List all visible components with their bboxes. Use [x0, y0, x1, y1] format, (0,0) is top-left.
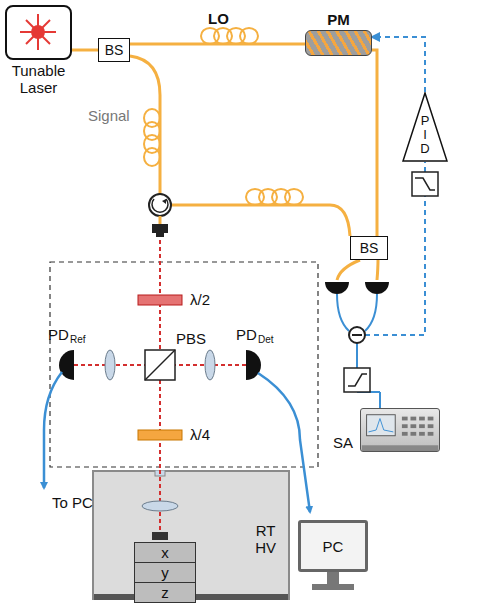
detector-label: PD: [236, 326, 257, 343]
vacuum-chamber: RT HV xyz: [92, 470, 290, 600]
node-label: P I D: [420, 114, 429, 156]
feedback-line: [424, 162, 426, 172]
analyzer-trace: [369, 419, 394, 432]
pbs-cube: [145, 350, 175, 380]
coil-loop: [144, 148, 160, 166]
sample: [152, 532, 168, 540]
detector-label: PD: [48, 326, 69, 343]
analyzer-button: [411, 417, 417, 421]
component-label: λ/2: [190, 291, 210, 308]
analyzer-base: [362, 445, 438, 451]
analyzer-button: [428, 432, 434, 436]
component-label: λ/4: [190, 426, 210, 443]
fiber: [377, 260, 378, 280]
fiber: [171, 205, 350, 236]
fiber-coils: [144, 28, 303, 205]
balanced-detector: [325, 282, 349, 294]
pid-controller: P I D: [402, 92, 448, 162]
low-pass-filter: [412, 172, 438, 196]
triangle-shape: [403, 93, 447, 161]
coil-loop: [285, 189, 303, 205]
analyzer-button: [419, 417, 425, 421]
node-label: y: [161, 564, 169, 581]
node-label: PC: [323, 538, 344, 555]
analyzer-button: [419, 424, 425, 428]
fiber-connector: [372, 50, 377, 236]
stage-axis: z: [134, 582, 196, 603]
analyzer-button: [411, 424, 417, 428]
analyzer-button: [428, 424, 434, 428]
monitor-stand: [312, 584, 354, 590]
node-label: BS: [105, 42, 124, 59]
node-label: x: [161, 544, 169, 561]
node-label: Tunable Laser: [12, 62, 66, 96]
circulator: [149, 194, 171, 216]
phase-modulator: PM: [305, 30, 372, 56]
lens: [205, 350, 215, 380]
cable: [44, 372, 62, 488]
node-label: z: [161, 584, 169, 601]
analyzer-button: [402, 417, 408, 421]
beam-splitter: BS: [98, 38, 130, 62]
monitor-stand: [327, 572, 339, 584]
beam-splitter: BS: [350, 236, 388, 260]
analyzer-button: [428, 417, 434, 421]
stage-axis: y: [134, 562, 196, 583]
spectrum-analyzer: SA: [360, 408, 440, 452]
signal-fiber: [130, 56, 160, 194]
pc-monitor: PC: [298, 520, 368, 572]
feedback-line: [365, 196, 425, 335]
fiber-label: LO: [208, 10, 229, 27]
optics-enclosure: [50, 262, 318, 467]
node-label: BS: [360, 240, 379, 257]
detector-subscript: Det: [258, 334, 274, 346]
balanced-detector: [365, 282, 389, 294]
fiber-connector: [72, 49, 98, 52]
component-label: PBS: [176, 330, 206, 347]
cable-label: To PC: [52, 494, 93, 511]
node-label: SA: [333, 434, 353, 451]
analyzer-screen: [367, 415, 396, 436]
node-label: RT HV: [255, 522, 276, 556]
half-wave-plate: [138, 295, 182, 305]
photodiode: [59, 350, 74, 380]
fiber-connector: [130, 43, 305, 46]
high-pass-filter: [344, 368, 370, 392]
analyzer-panel: [361, 409, 439, 451]
lens: [105, 350, 115, 380]
feedback-connector: [372, 37, 425, 92]
analyzer-button: [419, 432, 425, 436]
collimator: [152, 224, 168, 233]
analyzer-button: [411, 432, 417, 436]
fiber: [337, 260, 360, 280]
laser-box: Tunable Laser: [5, 5, 72, 60]
coil-loop: [240, 28, 258, 44]
photodiode: [246, 350, 261, 380]
analyzer-button: [402, 424, 408, 428]
fiber: [159, 216, 162, 224]
node-label: PM: [327, 11, 350, 28]
stage-axis: x: [134, 542, 196, 563]
subtractor: [349, 327, 365, 343]
detector-subscript: Ref: [70, 334, 86, 346]
signal-wires: [337, 294, 380, 408]
objective-lens: [142, 501, 178, 511]
collimator: [156, 233, 164, 237]
quarter-wave-plate: [138, 430, 182, 440]
fiber-label: Signal: [88, 107, 130, 124]
analyzer-button: [402, 432, 408, 436]
laser-icon: [20, 14, 56, 50]
